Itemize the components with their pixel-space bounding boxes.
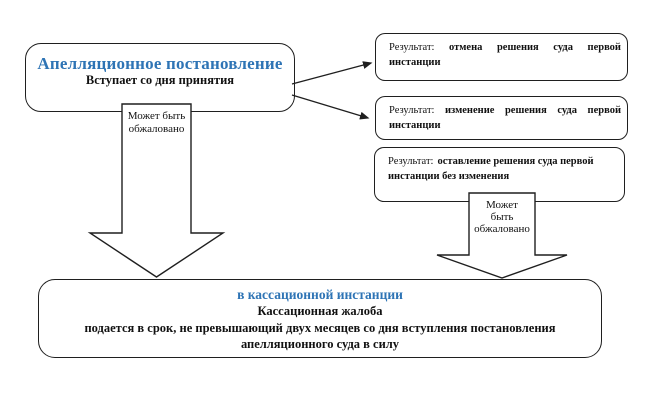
left-appeal-label-line2: обжаловано (128, 122, 185, 135)
result-label: Результат: (388, 156, 434, 167)
appellate-ruling-subtitle: Вступает со дня принятия (85, 73, 235, 87)
result-bold-text: оставление решения суда первой (437, 156, 594, 167)
appellate-ruling-node: Апелляционное постановление Вступает со … (25, 43, 295, 112)
connector-arrow-to-result-1 (291, 61, 373, 85)
left-appeal-label: Может быть обжаловано (122, 110, 191, 135)
right-appeal-label: Может быть обжаловано (469, 199, 535, 235)
cassation-line3: апелляционного суда в силу (240, 337, 400, 351)
left-appeal-label-line1: Может быть (127, 110, 186, 122)
right-appeal-label-line3: обжаловано (474, 222, 530, 235)
cassation-title: в кассационной инстанции (237, 287, 403, 302)
result-text-line1: Результат:оставление решения суда первой (388, 154, 619, 169)
result-node-uphold: Результат:оставление решения суда первой… (374, 147, 625, 202)
cassation-node: в кассационной инстанции Кассационная жа… (38, 279, 602, 358)
appellate-ruling-title: Апелляционное постановление (37, 54, 283, 73)
result-text-line2: инстанции (389, 57, 441, 68)
right-appeal-label-line2: быть (490, 210, 514, 223)
result-text-line2: инстанции без изменения (388, 171, 510, 182)
connector-arrow-to-result-2 (291, 94, 370, 120)
cassation-line1: Кассационная жалоба (257, 304, 383, 318)
cassation-line2: подается в срок, не превышающий двух мес… (84, 320, 556, 335)
result-text-line2: инстанции (389, 120, 441, 131)
